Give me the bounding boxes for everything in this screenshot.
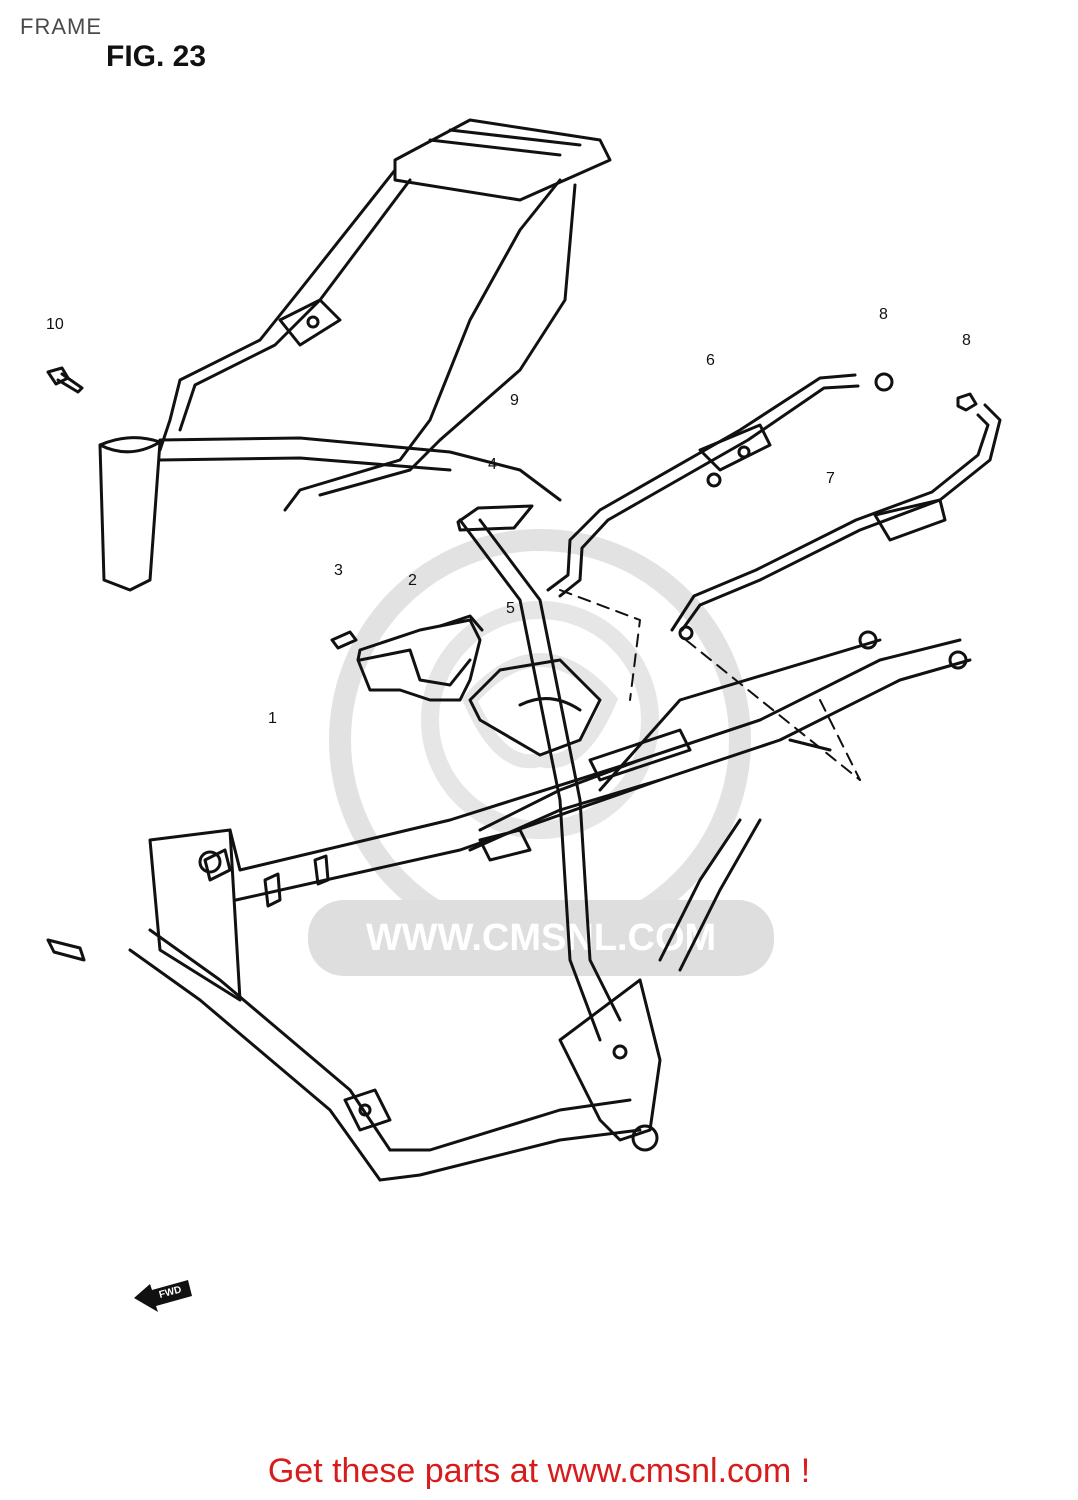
clamp — [330, 630, 358, 650]
part-number-10: 10 — [46, 316, 64, 333]
part-number-9: 9 — [510, 392, 519, 409]
seat-rail-left — [670, 403, 1002, 641]
part-number-7: 7 — [826, 470, 835, 487]
seat-rail-right — [546, 373, 860, 598]
rubber-pad — [456, 504, 534, 532]
nut-b — [956, 392, 978, 412]
main-frame — [46, 436, 972, 1182]
page-title: FRAME — [20, 14, 102, 39]
figure-label: FIG. 23 — [106, 40, 207, 73]
forward-arrow-icon: FWD — [134, 1280, 192, 1312]
battery-cushion — [468, 658, 602, 757]
part-number-2: 2 — [408, 572, 417, 589]
part-number-6: 6 — [706, 352, 715, 369]
part-number-1: 1 — [268, 710, 277, 727]
bolt — [46, 366, 84, 394]
grommet-a — [874, 372, 894, 392]
part-number-8b: 8 — [962, 332, 971, 349]
part-number-4: 4 — [488, 456, 497, 473]
promo-link[interactable]: Get these parts at www.cmsnl.com ! — [267, 1452, 811, 1490]
part-number-3: 3 — [334, 562, 343, 579]
part-number-8a: 8 — [879, 306, 888, 323]
rear-carrier — [158, 118, 612, 512]
battery-bracket — [356, 614, 484, 702]
part-number-5: 5 — [506, 600, 515, 617]
